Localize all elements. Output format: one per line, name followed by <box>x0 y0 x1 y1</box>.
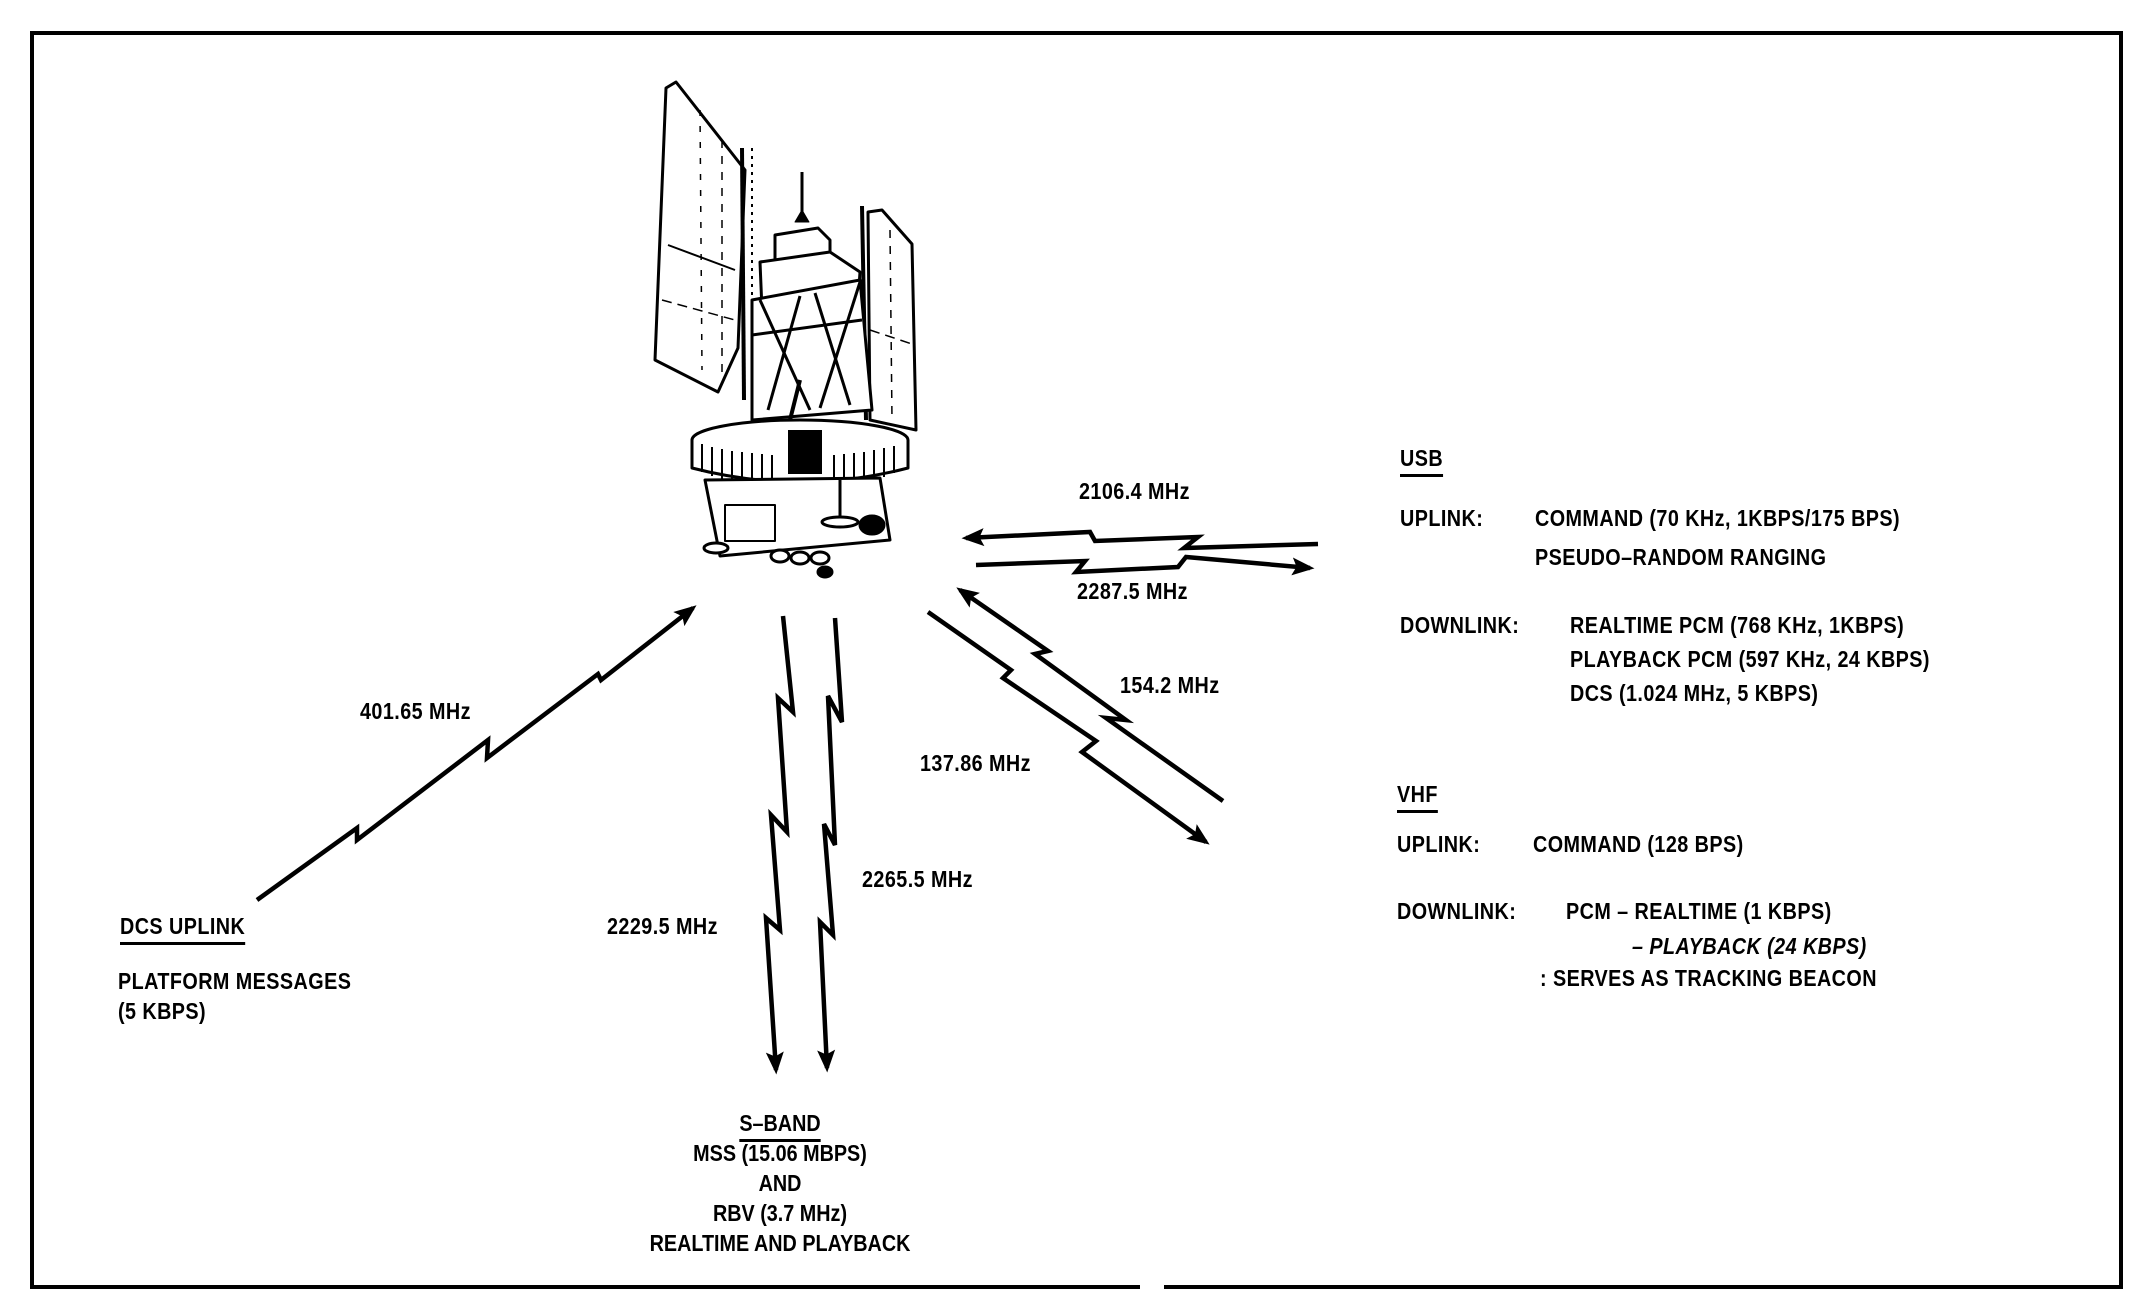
link-2287-arrow <box>975 554 1315 576</box>
link-2106-arrow <box>961 528 1319 551</box>
sband-block: S–BAND MSS (15.06 MBPS) AND RBV (3.7 MHz… <box>590 1108 970 1258</box>
vhf-downlink-line-1: PCM – REALTIME (1 KBPS) <box>1566 898 1832 924</box>
sband-line-2: AND <box>758 1170 802 1196</box>
link-2229-arrow <box>763 615 796 1075</box>
dcs-uplink-title: DCS UPLINK <box>120 913 246 939</box>
dcs-line-2: (5 KBPS) <box>118 998 207 1024</box>
payload-module <box>702 476 892 579</box>
link-137-arrow <box>926 610 1210 845</box>
dcs-line-1: PLATFORM MESSAGES <box>118 968 352 994</box>
link-154-arrow <box>956 587 1225 803</box>
freq-label-137: 137.86 MHz <box>920 750 1031 776</box>
frame-gap <box>1140 1284 1164 1292</box>
truss-structure <box>750 278 874 422</box>
vhf-uplink-label: UPLINK: <box>1397 831 1481 857</box>
usb-downlink-line-3: DCS (1.024 MHz, 5 KBPS) <box>1570 680 1819 706</box>
sband-line-3: RBV (3.7 MHz) <box>712 1200 848 1226</box>
usb-title: USB <box>1400 445 1444 471</box>
sband-line-4: REALTIME AND PLAYBACK <box>649 1230 911 1256</box>
sband-line-1: MSS (15.06 MBPS) <box>693 1140 867 1166</box>
right-solar-panel <box>866 208 918 432</box>
link-2265-arrow <box>817 617 845 1073</box>
left-solar-panel <box>653 80 747 394</box>
usb-downlink-line-2: PLAYBACK PCM (597 KHz, 24 KBPS) <box>1570 646 1930 672</box>
vhf-downlink-line-3: : SERVES AS TRACKING BEACON <box>1540 965 1877 991</box>
sensor-ring <box>690 418 910 484</box>
usb-uplink-line-1: COMMAND (70 KHz, 1KBPS/175 BPS) <box>1535 505 1901 531</box>
freq-label-2287: 2287.5 MHz <box>1077 578 1188 604</box>
satellite-icon <box>653 80 918 579</box>
links <box>255 528 1319 1075</box>
vhf-downlink-line-2: – PLAYBACK (24 KBPS) <box>1632 933 1867 959</box>
usb-uplink-line-2: PSEUDO–RANDOM RANGING <box>1535 544 1827 570</box>
usb-downlink-label: DOWNLINK: <box>1400 612 1520 638</box>
freq-label-154: 154.2 MHz <box>1120 672 1220 698</box>
vhf-uplink-line-1: COMMAND (128 BPS) <box>1533 831 1744 857</box>
vhf-downlink-label: DOWNLINK: <box>1397 898 1517 924</box>
freq-label-401: 401.65 MHz <box>360 698 471 724</box>
freq-label-2265: 2265.5 MHz <box>862 866 973 892</box>
freq-label-2229: 2229.5 MHz <box>607 913 718 939</box>
usb-uplink-label: UPLINK: <box>1400 505 1484 531</box>
vhf-title: VHF <box>1397 781 1438 807</box>
freq-label-2106: 2106.4 MHz <box>1079 478 1190 504</box>
link-401-arrow <box>255 605 697 902</box>
diagram-frame <box>30 31 2123 1289</box>
usb-downlink-line-1: REALTIME PCM (768 KHz, 1KBPS) <box>1570 612 1905 638</box>
sband-title: S–BAND <box>739 1110 821 1136</box>
